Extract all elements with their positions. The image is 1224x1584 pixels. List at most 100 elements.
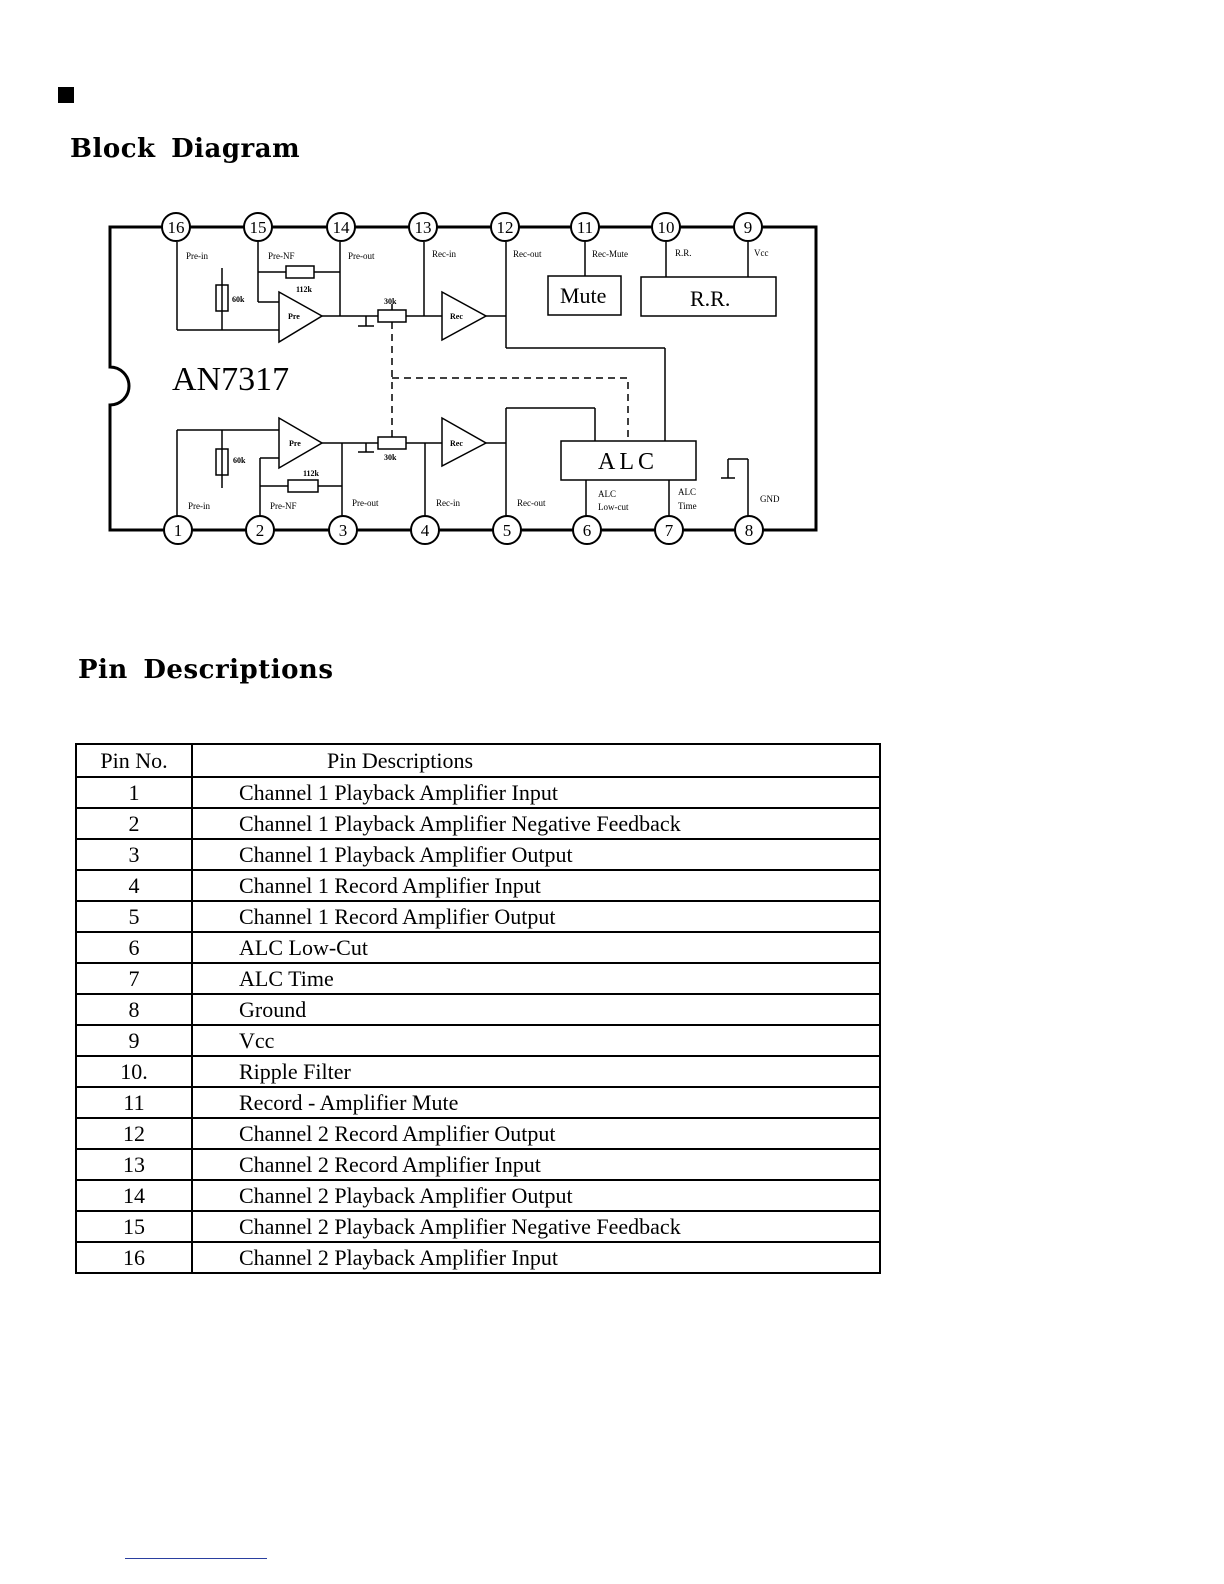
pin-label-4-rec-in: Rec-in [436, 498, 460, 508]
description-header: Pin Descriptions [191, 743, 881, 778]
chip-outline [108, 225, 818, 532]
amp-label-pre-bottom: Pre [289, 439, 301, 448]
pin-number-cell: 3 [75, 838, 193, 871]
pin-circle [570, 212, 600, 242]
pin-circle [163, 515, 193, 545]
pin-description-cell: Channel 1 Record Amplifier Input [191, 869, 881, 902]
resistor-label-112k-top: 112k [296, 285, 313, 294]
pin-description-cell: Channel 1 Record Amplifier Output [191, 900, 881, 933]
pin-circle [654, 515, 684, 545]
pin-number: 5 [503, 521, 512, 540]
pin-number-cell: 13 [75, 1148, 193, 1181]
pin-label-15-pre-nf: Pre-NF [268, 251, 295, 261]
pin-label-5-rec-out: Rec-out [517, 498, 546, 508]
pin-label-7-alc-line1: ALC [678, 487, 696, 497]
pin-number: 16 [168, 218, 185, 237]
pin-descriptions-heading: Pin Descriptions [78, 655, 334, 685]
pin-label-12-rec-out: Rec-out [513, 249, 542, 259]
pin-number-cell: 6 [75, 931, 193, 964]
resistor-label-30k-bottom: 30k [384, 453, 397, 462]
block-diagram: AN7317 [108, 212, 818, 545]
pin-label-8-gnd: GND [760, 494, 780, 504]
pin-circle [572, 515, 602, 545]
pin-number: 7 [665, 521, 674, 540]
pin-number: 9 [744, 218, 753, 237]
pin-description-cell: Ripple Filter [191, 1055, 881, 1088]
amp-label-pre-top: Pre [288, 312, 300, 321]
pin-circle [243, 212, 273, 242]
resistor-label-60k-top: 60k [232, 295, 245, 304]
pin-number-cell: 1 [75, 776, 193, 809]
pin-number: 1 [174, 521, 183, 540]
pin-description-cell: Channel 1 Playback Amplifier Negative Fe… [191, 807, 881, 840]
pin-description-cell: Channel 1 Playback Amplifier Output [191, 838, 881, 871]
pin-circle [408, 212, 438, 242]
pin-label-10-rr: R.R. [675, 248, 692, 258]
pin-number: 11 [577, 218, 593, 237]
footer-rule [125, 1558, 267, 1559]
pin-number: 3 [339, 521, 348, 540]
pin-description-cell: ALC Low-Cut [191, 931, 881, 964]
pin-description-cell: Channel 2 Playback Amplifier Output [191, 1179, 881, 1212]
pin-no-header: Pin No. [75, 743, 193, 778]
pin-description-cell: Channel 2 Record Amplifier Input [191, 1148, 881, 1181]
pin-number-cell: 12 [75, 1117, 193, 1150]
resistor-label-30k-top: 30k [384, 297, 397, 306]
pin-circle [492, 515, 522, 545]
pin-number: 8 [745, 521, 754, 540]
pin-label-6-alc-line1: ALC [598, 489, 616, 499]
pin-number: 10 [658, 218, 675, 237]
pin-description-cell: Channel 2 Playback Amplifier Input [191, 1241, 881, 1274]
pin-description-cell: Channel 2 Record Amplifier Output [191, 1117, 881, 1150]
table-row: 10.Ripple Filter [75, 1055, 881, 1088]
pin-circle [410, 515, 440, 545]
pin-circle [734, 515, 764, 545]
pin-number: 12 [497, 218, 514, 237]
pin-number: 6 [583, 521, 592, 540]
pin-description-cell: Record - Amplifier Mute [191, 1086, 881, 1119]
pin-circle [328, 515, 358, 545]
pin-label-16-pre-in: Pre-in [186, 251, 208, 261]
pin-number-cell: 8 [75, 993, 193, 1026]
pin-description-cell: Vcc [191, 1024, 881, 1057]
pin-label-14-pre-out: Pre-out [348, 251, 375, 261]
bottom-channel-wiring [176, 407, 749, 516]
pin-circle [326, 212, 356, 242]
alc-control-dashed-link [391, 322, 629, 441]
pin-number-cell: 2 [75, 807, 193, 840]
pin-label-3-pre-out: Pre-out [352, 498, 379, 508]
pin-number-cell: 14 [75, 1179, 193, 1212]
pin-label-13-rec-in: Rec-in [432, 249, 456, 259]
section-bullet-marker [58, 87, 74, 103]
pin-number-cell: 5 [75, 900, 193, 933]
resistor-label-112k-bottom: 112k [303, 469, 320, 478]
amp-label-rec-bottom: Rec [450, 439, 463, 448]
pin-number-cell: 7 [75, 962, 193, 995]
amp-label-rec-top: Rec [450, 312, 463, 321]
pin-number: 4 [421, 521, 430, 540]
pin-label-1-pre-in: Pre-in [188, 501, 210, 511]
mute-block-label: Mute [560, 283, 606, 308]
pin-number-cell: 15 [75, 1210, 193, 1243]
pin-number-cell: 16 [75, 1241, 193, 1274]
pin-number: 13 [415, 218, 432, 237]
pin-description-cell: ALC Time [191, 962, 881, 995]
top-channel-wiring [176, 242, 777, 441]
pin-circle [651, 212, 681, 242]
